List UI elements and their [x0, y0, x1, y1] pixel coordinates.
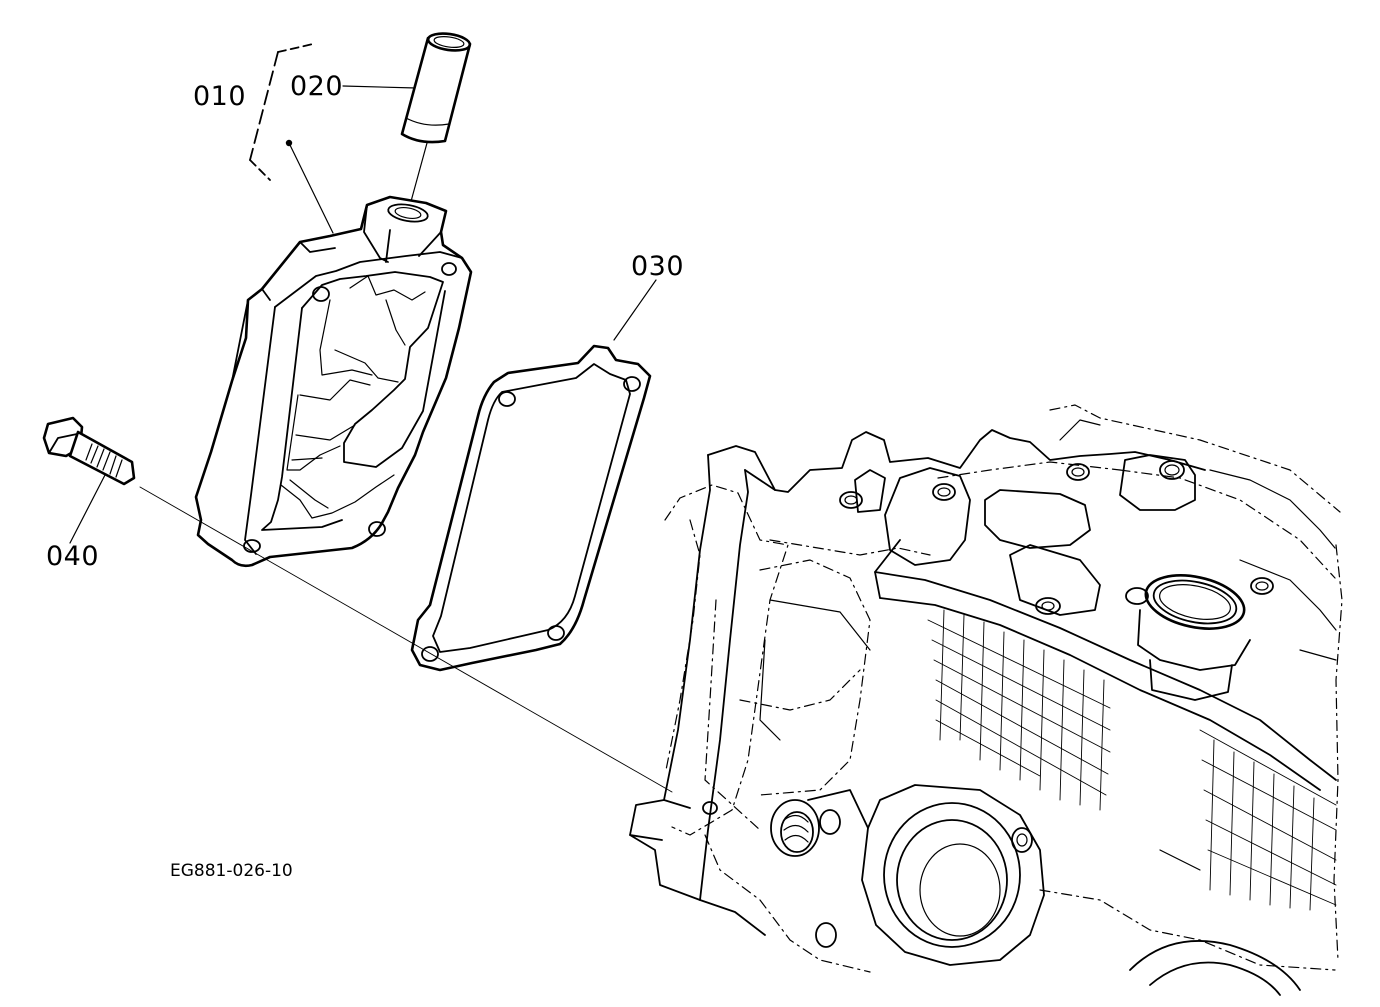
callout-020[interactable]: 020: [290, 71, 343, 102]
callout-030[interactable]: 030: [631, 251, 684, 282]
figure-id: EG881-026-10: [170, 861, 293, 881]
pipe-part[interactable]: [342, 31, 472, 206]
water-flange-cover[interactable]: [194, 195, 473, 568]
callout-010[interactable]: 010: [193, 81, 246, 112]
callout-040[interactable]: 040: [46, 541, 99, 572]
assembly-bracket: [249, 43, 334, 234]
gasket-part[interactable]: [410, 279, 657, 672]
bolt-part[interactable]: [42, 416, 673, 793]
cylinder-head: [629, 404, 1343, 996]
